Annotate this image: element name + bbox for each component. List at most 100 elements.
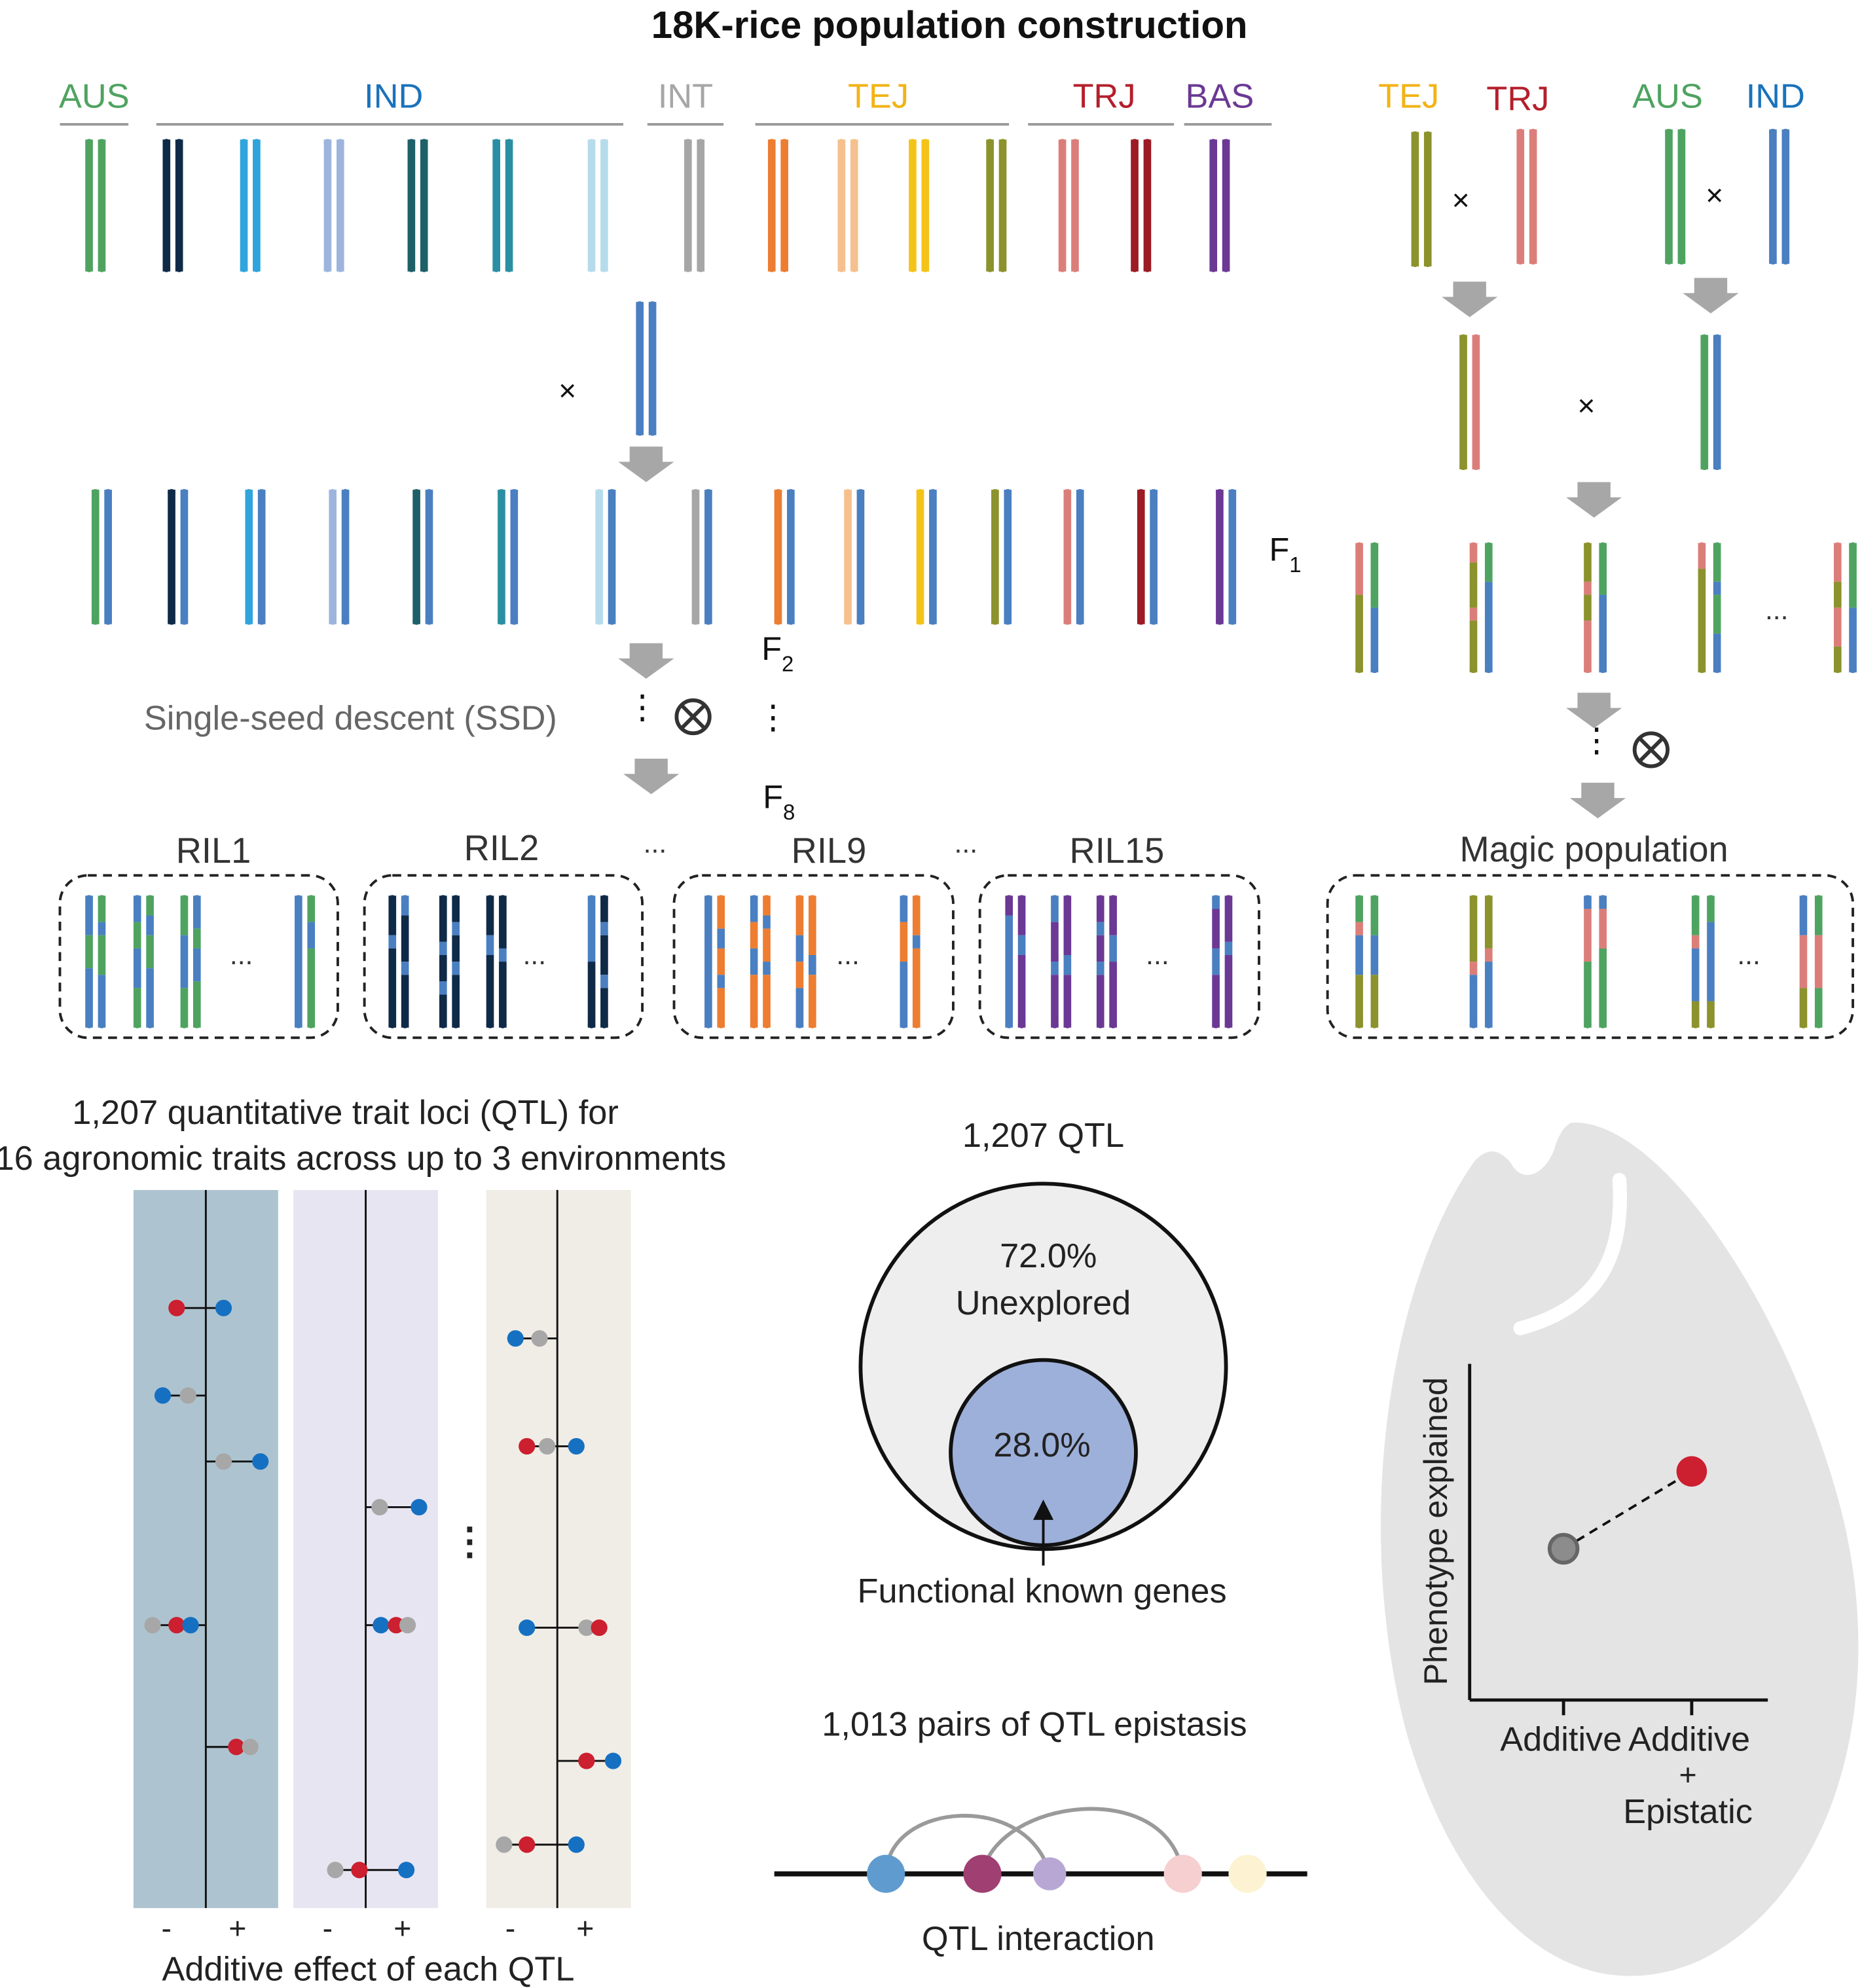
qtl-effect-row	[507, 1330, 558, 1347]
chromosome	[1076, 489, 1084, 625]
cross-symbol: ×	[1452, 183, 1470, 217]
effect-dot	[519, 1836, 536, 1853]
down-arrow	[1442, 281, 1498, 317]
chromosome	[1799, 895, 1808, 1028]
chromosome	[587, 139, 596, 272]
chromosome	[175, 139, 183, 272]
qtl-title-line2: 16 agronomic traits across up to 3 envir…	[0, 1140, 726, 1178]
svg-text:...: ...	[523, 939, 547, 971]
ril-label: RIL1	[176, 831, 251, 871]
effect-dot	[154, 1387, 172, 1404]
chromosome	[337, 139, 344, 272]
chromosome	[257, 489, 266, 625]
chromosome	[98, 139, 106, 272]
chromosome	[1051, 895, 1059, 1028]
chromosome	[1833, 542, 1842, 674]
chromosome	[499, 895, 507, 1028]
chromosome	[295, 895, 302, 1028]
chromosome	[795, 895, 804, 1028]
epistasis-title: 1,013 pairs of QTL epistasis	[822, 1705, 1247, 1743]
effect-dot	[215, 1299, 232, 1316]
figure-title: 18K-rice population construction	[651, 4, 1248, 46]
chromosome	[192, 895, 201, 1028]
qtl-nodes	[867, 1854, 1267, 1893]
effect-dot	[179, 1387, 196, 1404]
chromosome	[1212, 895, 1220, 1028]
venn-outer-label: Unexplored	[956, 1284, 1131, 1322]
down-arrow	[618, 643, 674, 679]
effect-axis-label: Additive effect of each QTL	[162, 1950, 574, 1988]
group-label-bas: BAS	[1186, 78, 1254, 116]
chromosome	[1814, 895, 1823, 1028]
ril-boxes	[58, 874, 1854, 1039]
f1-chromosome-pairs	[91, 489, 1237, 625]
chromosome	[595, 489, 604, 625]
chromosome	[1516, 128, 1525, 265]
effect-dot	[591, 1619, 608, 1636]
group-label-aus: AUS	[59, 78, 130, 116]
x-tick-label: Epistatic	[1623, 1793, 1753, 1831]
chromosome	[774, 489, 782, 625]
qtl-effect-row	[365, 1498, 428, 1516]
chromosome	[587, 895, 596, 1028]
effect-dot	[168, 1299, 185, 1316]
chromosome	[909, 139, 917, 272]
effect-dot	[531, 1330, 548, 1347]
chromosome	[991, 489, 999, 625]
cross-symbol: ×	[1706, 178, 1723, 212]
chromosome	[704, 489, 712, 625]
effect-dot	[496, 1836, 513, 1853]
chromosome	[1150, 489, 1158, 625]
chromosome	[180, 489, 189, 625]
qtl-effect-row	[519, 1437, 585, 1455]
svg-text:+: +	[228, 1911, 246, 1945]
qtl-effect-markers	[144, 1299, 622, 1879]
effect-dot	[168, 1617, 185, 1634]
chromosome	[1665, 128, 1673, 265]
effect-dot	[388, 1617, 405, 1634]
svg-text:...: ...	[230, 939, 253, 971]
chromosome	[916, 489, 924, 625]
chromosome	[1584, 895, 1592, 1028]
chromosome	[1109, 895, 1117, 1028]
chromosome	[323, 139, 332, 272]
chromosome	[704, 895, 712, 1028]
chromosome	[921, 139, 930, 272]
chromosome	[1469, 542, 1478, 674]
effect-dot	[519, 1619, 536, 1636]
venn-inner-label: Functional known genes	[857, 1572, 1226, 1610]
effect-dot	[182, 1617, 199, 1634]
chromosome	[104, 489, 112, 625]
chromosome	[1469, 895, 1478, 1028]
chromosome	[697, 139, 705, 272]
chromosome	[900, 895, 908, 1028]
svg-text:-: -	[505, 1911, 516, 1945]
epistasis-caption: QTL interaction	[922, 1920, 1155, 1958]
chromosome	[1071, 139, 1079, 272]
chromosome	[1004, 489, 1012, 625]
magic-parent-labels: TEJ TRJ AUS IND	[1378, 78, 1805, 118]
effect-dot	[371, 1498, 388, 1516]
panel-zero-lines	[204, 1189, 558, 1908]
effect-dot	[252, 1453, 269, 1470]
chromosome	[1713, 334, 1721, 471]
chromosome	[912, 895, 921, 1028]
chromosome	[98, 895, 106, 1028]
venn-outer-percent: 72.0%	[1000, 1237, 1097, 1275]
chromosome	[1713, 542, 1721, 674]
chromosome	[1707, 895, 1715, 1028]
chromosome	[245, 489, 253, 625]
chromosome	[600, 139, 608, 272]
effect-dot	[507, 1330, 524, 1347]
effect-dot	[519, 1437, 536, 1455]
effect-dot	[351, 1862, 368, 1879]
effect-dot	[604, 1752, 622, 1769]
chromosome	[1484, 895, 1493, 1028]
group-labels: AUS IND INT TEJ TRJ BAS	[59, 78, 1254, 116]
chromosome	[85, 895, 93, 1028]
effect-dot	[397, 1862, 415, 1879]
group-label-int: INT	[658, 78, 713, 116]
chromosome	[600, 895, 608, 1028]
ril-label: RIL2	[464, 829, 539, 868]
